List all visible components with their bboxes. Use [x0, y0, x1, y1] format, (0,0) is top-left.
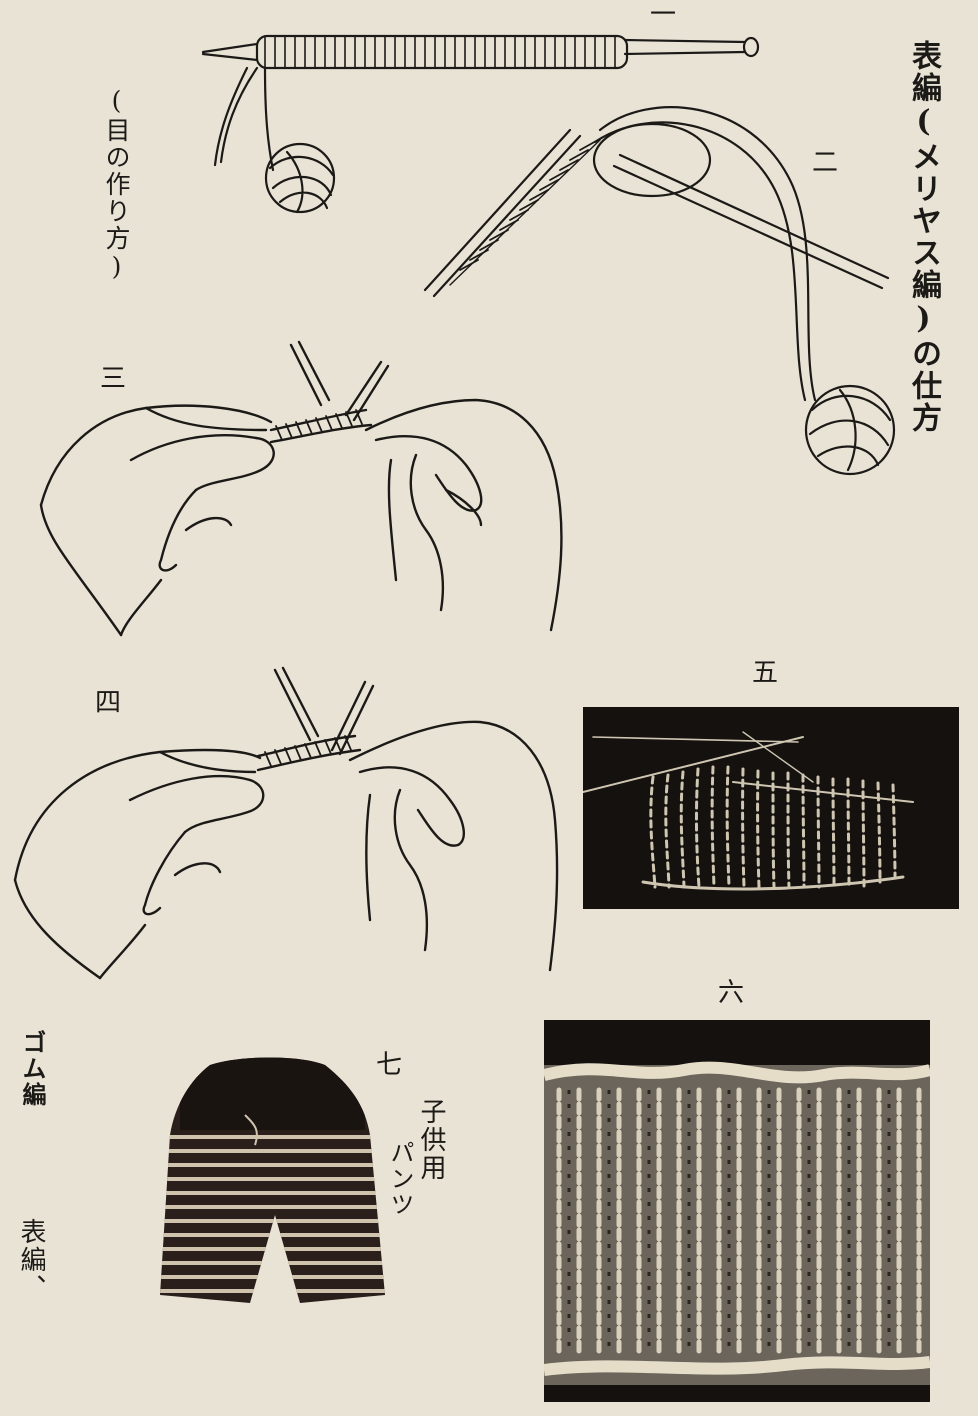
- figure-number-5: 五: [752, 660, 778, 686]
- knitting-on-needles-photo: [583, 707, 959, 909]
- caption-how-to-cast-on: (目の作り方): [104, 86, 129, 283]
- knit-fabric-sample-photo: [544, 1020, 930, 1402]
- caption-rib-knit: ゴム編: [20, 1030, 44, 1108]
- childrens-shorts-photo: [150, 1055, 395, 1305]
- page-title: 表編(メリヤス編)の仕方: [908, 40, 938, 434]
- hands-knitting-illustration-4: [10, 660, 570, 980]
- caption-stockinette: 表編、: [18, 1218, 44, 1302]
- hands-knitting-illustration-3: [36, 330, 586, 640]
- figure-number-6: 六: [718, 980, 744, 1006]
- figure-number-1: 一: [650, 2, 676, 28]
- caption-childrens-shorts-line1: 子供用: [418, 1098, 444, 1182]
- caption-childrens-shorts-line2: パンツ: [388, 1140, 412, 1218]
